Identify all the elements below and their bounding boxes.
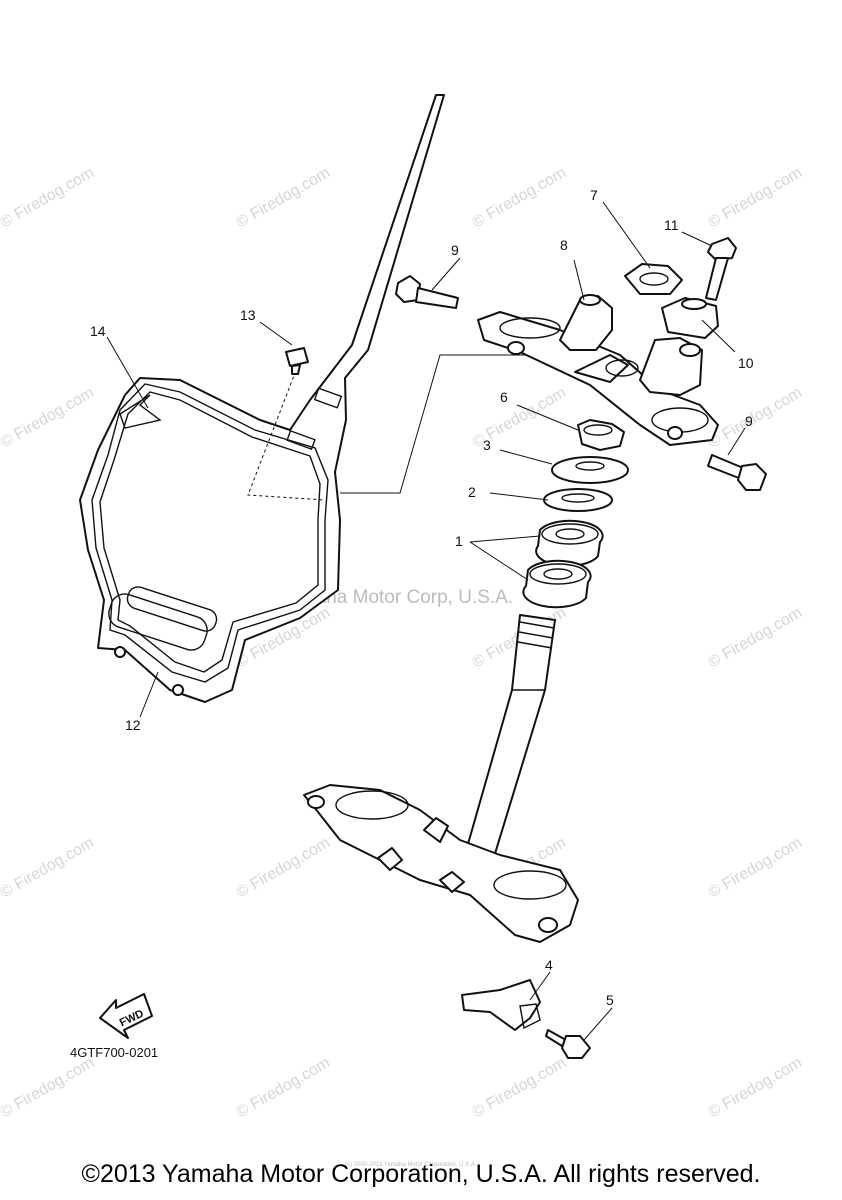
washer [551,456,629,484]
bearing-upper [535,519,604,567]
callout-3: 3 [483,437,491,453]
callout-1: 1 [455,533,463,549]
under-bracket [303,614,579,943]
mounting-line [340,354,598,494]
holder-bolt [705,237,737,301]
watermark: © Firedog.com [706,834,806,901]
callout-9-upper: 9 [451,242,459,258]
pinch-bolt-lower [707,454,767,491]
handlebar-holder-lower [559,294,703,396]
bearing-lower [522,559,592,609]
callout-9-lower: 9 [745,413,753,429]
leader-lines [106,201,746,1041]
fwd-arrow-icon: FWD [99,993,153,1039]
watermark: © Firedog.com [234,834,334,901]
callout-13: 13 [240,307,256,323]
watermark: © Firedog.com [234,164,334,231]
guide-bolt [545,1029,591,1059]
cable-guide [461,979,541,1031]
callout-6: 6 [500,389,508,405]
tiny-copyright-note: (c) 2000-2013 Yamaha Motor Corporation, … [345,1162,477,1168]
seal [543,488,613,512]
steering-nut [624,263,683,295]
callout-7: 7 [590,187,598,203]
plate-bolt [285,347,309,375]
center-watermark: Yamaha Motor Corp, U.S.A. [278,587,513,608]
callout-11: 11 [664,217,679,233]
diagram-code: 4GTF700-0201 [70,1045,158,1060]
callout-8: 8 [560,237,568,253]
copyright-footer: ©2013 Yamaha Motor Corporation, U.S.A. A… [81,1160,761,1188]
number-plate [79,94,445,703]
watermark: © Firedog.com [706,604,806,671]
watermark: © Firedog.com [470,1054,570,1121]
ring-nut [577,419,625,451]
watermark: © Firedog.com [0,1054,97,1121]
watermark: © Firedog.com [0,164,97,231]
watermark: © Firedog.com [234,1054,334,1121]
callout-4: 4 [545,957,553,973]
callout-labels: 14 13 9 8 7 11 10 9 6 3 2 1 12 4 5 [90,187,754,1008]
watermark: © Firedog.com [706,384,806,451]
watermark: © Firedog.com [470,164,570,231]
watermark: © Firedog.com [0,384,97,451]
watermark: © Firedog.com [0,834,97,901]
watermark: © Firedog.com [706,1054,806,1121]
watermark: © Firedog.com [706,164,806,231]
pinch-bolt-upper [395,275,459,309]
callout-10: 10 [738,355,754,371]
callout-5: 5 [606,992,614,1008]
callout-14: 14 [90,323,106,339]
mounting-line [247,359,326,501]
handlebar-holder-upper [661,297,719,339]
callout-2: 2 [468,484,476,500]
callout-12: 12 [125,717,141,733]
